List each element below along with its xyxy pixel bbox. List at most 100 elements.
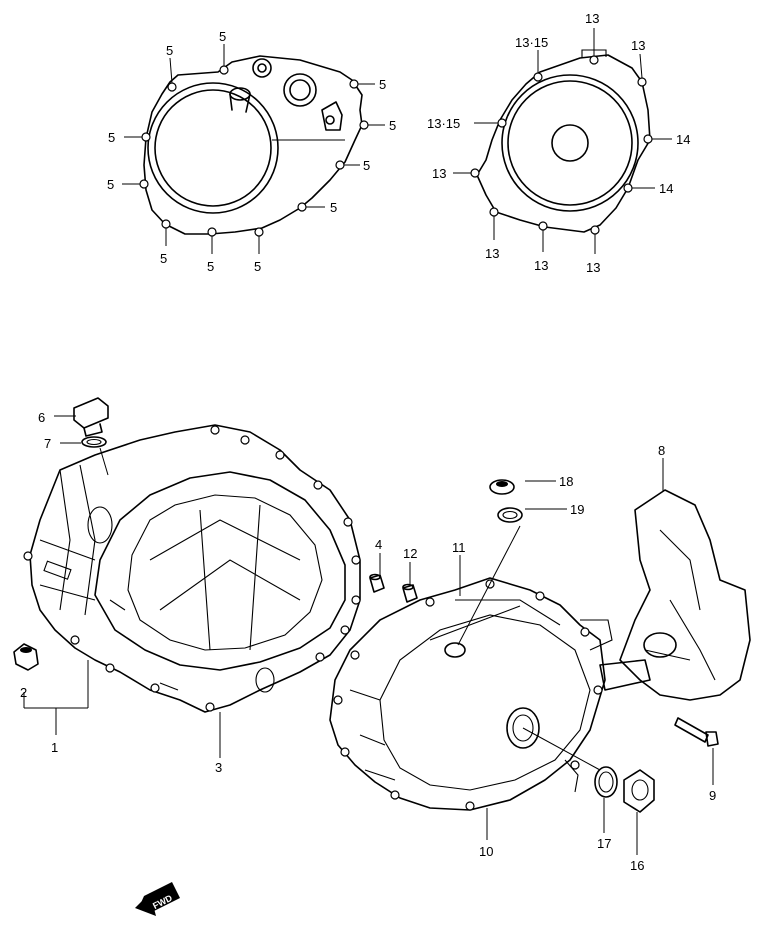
generator-cover-bolt-holes [470, 55, 653, 235]
sprocket-cover-boss [643, 632, 677, 658]
part-number: 16 [630, 858, 644, 873]
clutch-cover-inner-web [127, 494, 323, 651]
clutch-cover-plug-body [229, 93, 251, 113]
clutch-cover-lower-port [255, 667, 275, 693]
clutch-cover-lug-hole [257, 63, 267, 73]
clutch-cover-bolt-pattern: 5 5 5 5 5 5 5 5 5 5 5 [107, 29, 396, 274]
part-number: 8 [658, 443, 665, 458]
clutch-cover-marks [109, 599, 179, 691]
clutch-cover-ring-inner [154, 89, 272, 207]
bolt-label: 5 [108, 130, 115, 145]
oil-filler-cap-neck [83, 423, 103, 437]
sprocket-cover-arm [599, 659, 651, 691]
bolt-label: 13 [585, 11, 599, 26]
bolt-head [705, 731, 719, 747]
generator-cover-lower-fins [359, 734, 396, 781]
generator-cover-bolt-pattern: 13 13·15 13 13·15 14 13 14 13 13 13 [427, 11, 690, 275]
clutch-cover-flange-holes [23, 425, 361, 712]
washer [497, 507, 523, 523]
clutch-cover-bolt-holes [139, 65, 369, 237]
clutch-cover-ribs [149, 504, 301, 651]
part-number: 1 [51, 740, 58, 755]
generator-cover-center-hole [506, 707, 540, 749]
bolt-label: 5 [166, 43, 173, 58]
bolt-label: 5 [107, 177, 114, 192]
generator-cover-ring-outer [501, 74, 639, 212]
generator-cover-center-hole [551, 124, 589, 162]
bolt-label: 13 [631, 38, 645, 53]
plug-axis-leader [522, 727, 601, 771]
generator-cover-ridges [349, 599, 561, 701]
clutch-cover-slot [43, 560, 72, 580]
plug [13, 643, 39, 671]
bolt-label: 14 [676, 132, 690, 147]
generator-cover-leaders [453, 28, 672, 254]
dowel-pin-2 [402, 584, 418, 603]
grommet-top [496, 481, 508, 487]
bolt-label: 5 [254, 259, 261, 274]
generator-cover-lugs [564, 619, 613, 793]
part-number: 7 [44, 436, 51, 451]
part-number: 11 [452, 540, 466, 555]
generator-cover-center-inner [512, 714, 534, 742]
timing-plug [623, 769, 655, 813]
bolt-label: 13 [485, 246, 499, 261]
generator-cover-dome [379, 614, 591, 791]
clutch-cover-side-fins [39, 464, 96, 616]
timing-plug-face [631, 779, 649, 801]
o-ring-2 [594, 766, 618, 798]
generator-cover-outline [476, 54, 651, 233]
grommet [489, 479, 515, 495]
clutch-cover-side-port [87, 506, 113, 544]
part-number: 10 [479, 844, 493, 859]
part-number: 17 [597, 836, 611, 851]
clutch-cover-lug [252, 58, 272, 78]
generator-cover-assembly: 18 19 11 12 8 9 10 17 16 [329, 443, 751, 873]
clutch-cover-gasket-face [94, 471, 346, 671]
generator-cover-ring-inner [507, 80, 633, 206]
bolt-label: 13·15 [515, 35, 548, 50]
part-number: 18 [559, 474, 573, 489]
sprocket-cover [619, 489, 751, 701]
clutch-cover-boss-hole [325, 115, 335, 125]
bolt-label: 13 [534, 258, 548, 273]
bolt-label: 5 [363, 158, 370, 173]
fwd-arrow-head [135, 893, 156, 916]
bolt-label: 14 [659, 181, 673, 196]
bolt-shank [674, 717, 709, 743]
bolt-label: 13 [586, 260, 600, 275]
o-ring-inner [86, 438, 102, 446]
part-number: 12 [403, 546, 417, 561]
dowel-pin-top [369, 573, 381, 581]
bolt-label: 5 [207, 259, 214, 274]
bolt-label: 5 [379, 77, 386, 92]
clutch-cover-boss [321, 101, 343, 131]
clutch-cover-assembly: 6 7 2 1 3 4 [13, 397, 385, 775]
bolt-label: 5 [389, 118, 396, 133]
part-number: 3 [215, 760, 222, 775]
bolt-label: 5 [330, 200, 337, 215]
dowel-pin-2-top [402, 583, 414, 591]
generator-cover-flange-holes [333, 579, 603, 811]
generator-cover-body [329, 577, 606, 811]
plug-top [20, 647, 32, 653]
part-number: 6 [38, 410, 45, 425]
part-number: 19 [570, 502, 584, 517]
o-ring-2-inner [598, 771, 614, 793]
bolt-label: 5 [160, 251, 167, 266]
clutch-cover-ring-outer [147, 82, 279, 214]
generator-cover-oil-hole [444, 642, 466, 658]
bolt-label: 5 [219, 29, 226, 44]
clutch-cover-body [29, 424, 361, 713]
o-ring [81, 436, 107, 448]
washer-leader [457, 525, 521, 646]
oil-filler-cap [73, 397, 109, 429]
sprocket-cover-ribs [644, 529, 716, 681]
dowel-pin [369, 574, 385, 593]
fwd-arrow: FWD [135, 882, 180, 916]
bolt-label: 13·15 [427, 116, 460, 131]
clutch-cover-port-inner [289, 79, 311, 101]
part-number: 9 [709, 788, 716, 803]
